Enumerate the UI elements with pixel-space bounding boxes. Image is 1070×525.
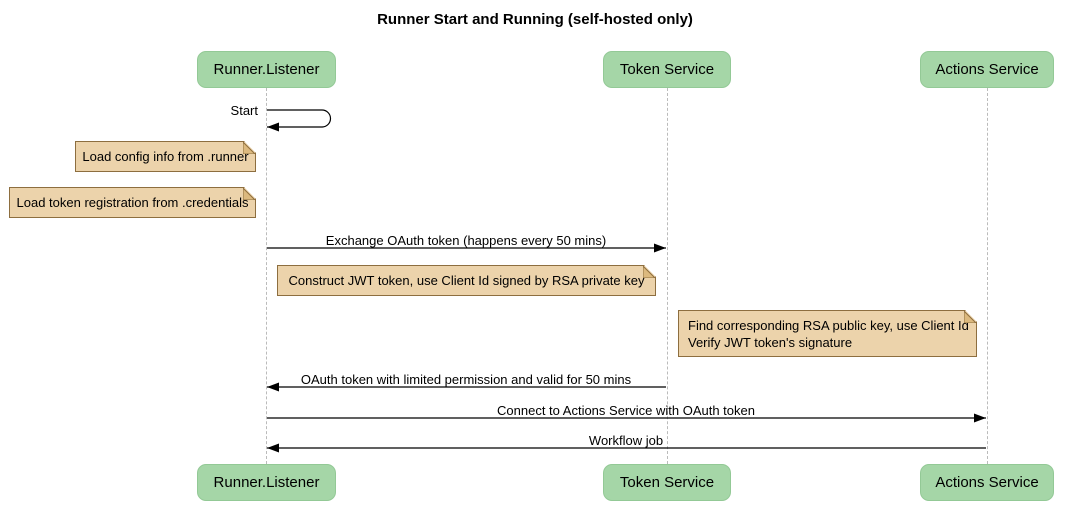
participant-label: Actions Service	[935, 61, 1039, 78]
message-label-workflow-job: Workflow job	[588, 433, 664, 448]
note-text: Construct JWT token, use Client Id signe…	[288, 273, 645, 288]
self-message-arrow-start	[267, 109, 332, 132]
note-load-config: Load config info from .runner	[75, 141, 256, 172]
participant-actions-service-bottom: Actions Service	[920, 464, 1054, 501]
note-load-token-registration: Load token registration from .credential…	[9, 187, 256, 218]
self-message-label-start: Start	[230, 103, 258, 118]
note-fold-icon	[964, 311, 976, 323]
note-text-line1: Find corresponding RSA public key, use C…	[688, 317, 969, 333]
lifeline-runner-listener	[266, 88, 267, 464]
participant-label: Actions Service	[935, 474, 1039, 491]
note-fold-icon	[643, 266, 655, 278]
note-fold-icon	[243, 142, 255, 154]
lifeline-token-service	[667, 88, 668, 464]
note-text: Load config info from .runner	[82, 149, 249, 164]
note-text-line2: Verify JWT token's signature	[688, 334, 853, 350]
participant-runner-listener-top: Runner.Listener	[197, 51, 336, 88]
diagram-title: Runner Start and Running (self-hosted on…	[377, 11, 693, 28]
participant-runner-listener-bottom: Runner.Listener	[197, 464, 336, 501]
note-construct-jwt: Construct JWT token, use Client Id signe…	[277, 265, 656, 296]
participant-actions-service-top: Actions Service	[920, 51, 1054, 88]
participant-label: Token Service	[619, 61, 715, 78]
note-text: Load token registration from .credential…	[16, 195, 249, 210]
lifeline-actions-service	[987, 88, 988, 464]
participant-label: Runner.Listener	[213, 474, 320, 491]
participant-token-service-top: Token Service	[603, 51, 731, 88]
message-label-oauth-token-response: OAuth token with limited permission and …	[300, 372, 632, 387]
participant-label: Runner.Listener	[213, 61, 320, 78]
note-fold-icon	[243, 188, 255, 200]
participant-label: Token Service	[619, 474, 715, 491]
message-label-connect-actions-service: Connect to Actions Service with OAuth to…	[497, 403, 755, 418]
participant-token-service-bottom: Token Service	[603, 464, 731, 501]
note-verify-jwt: Find corresponding RSA public key, use C…	[678, 310, 977, 357]
message-label-exchange-oauth-token: Exchange OAuth token (happens every 50 m…	[325, 233, 607, 248]
